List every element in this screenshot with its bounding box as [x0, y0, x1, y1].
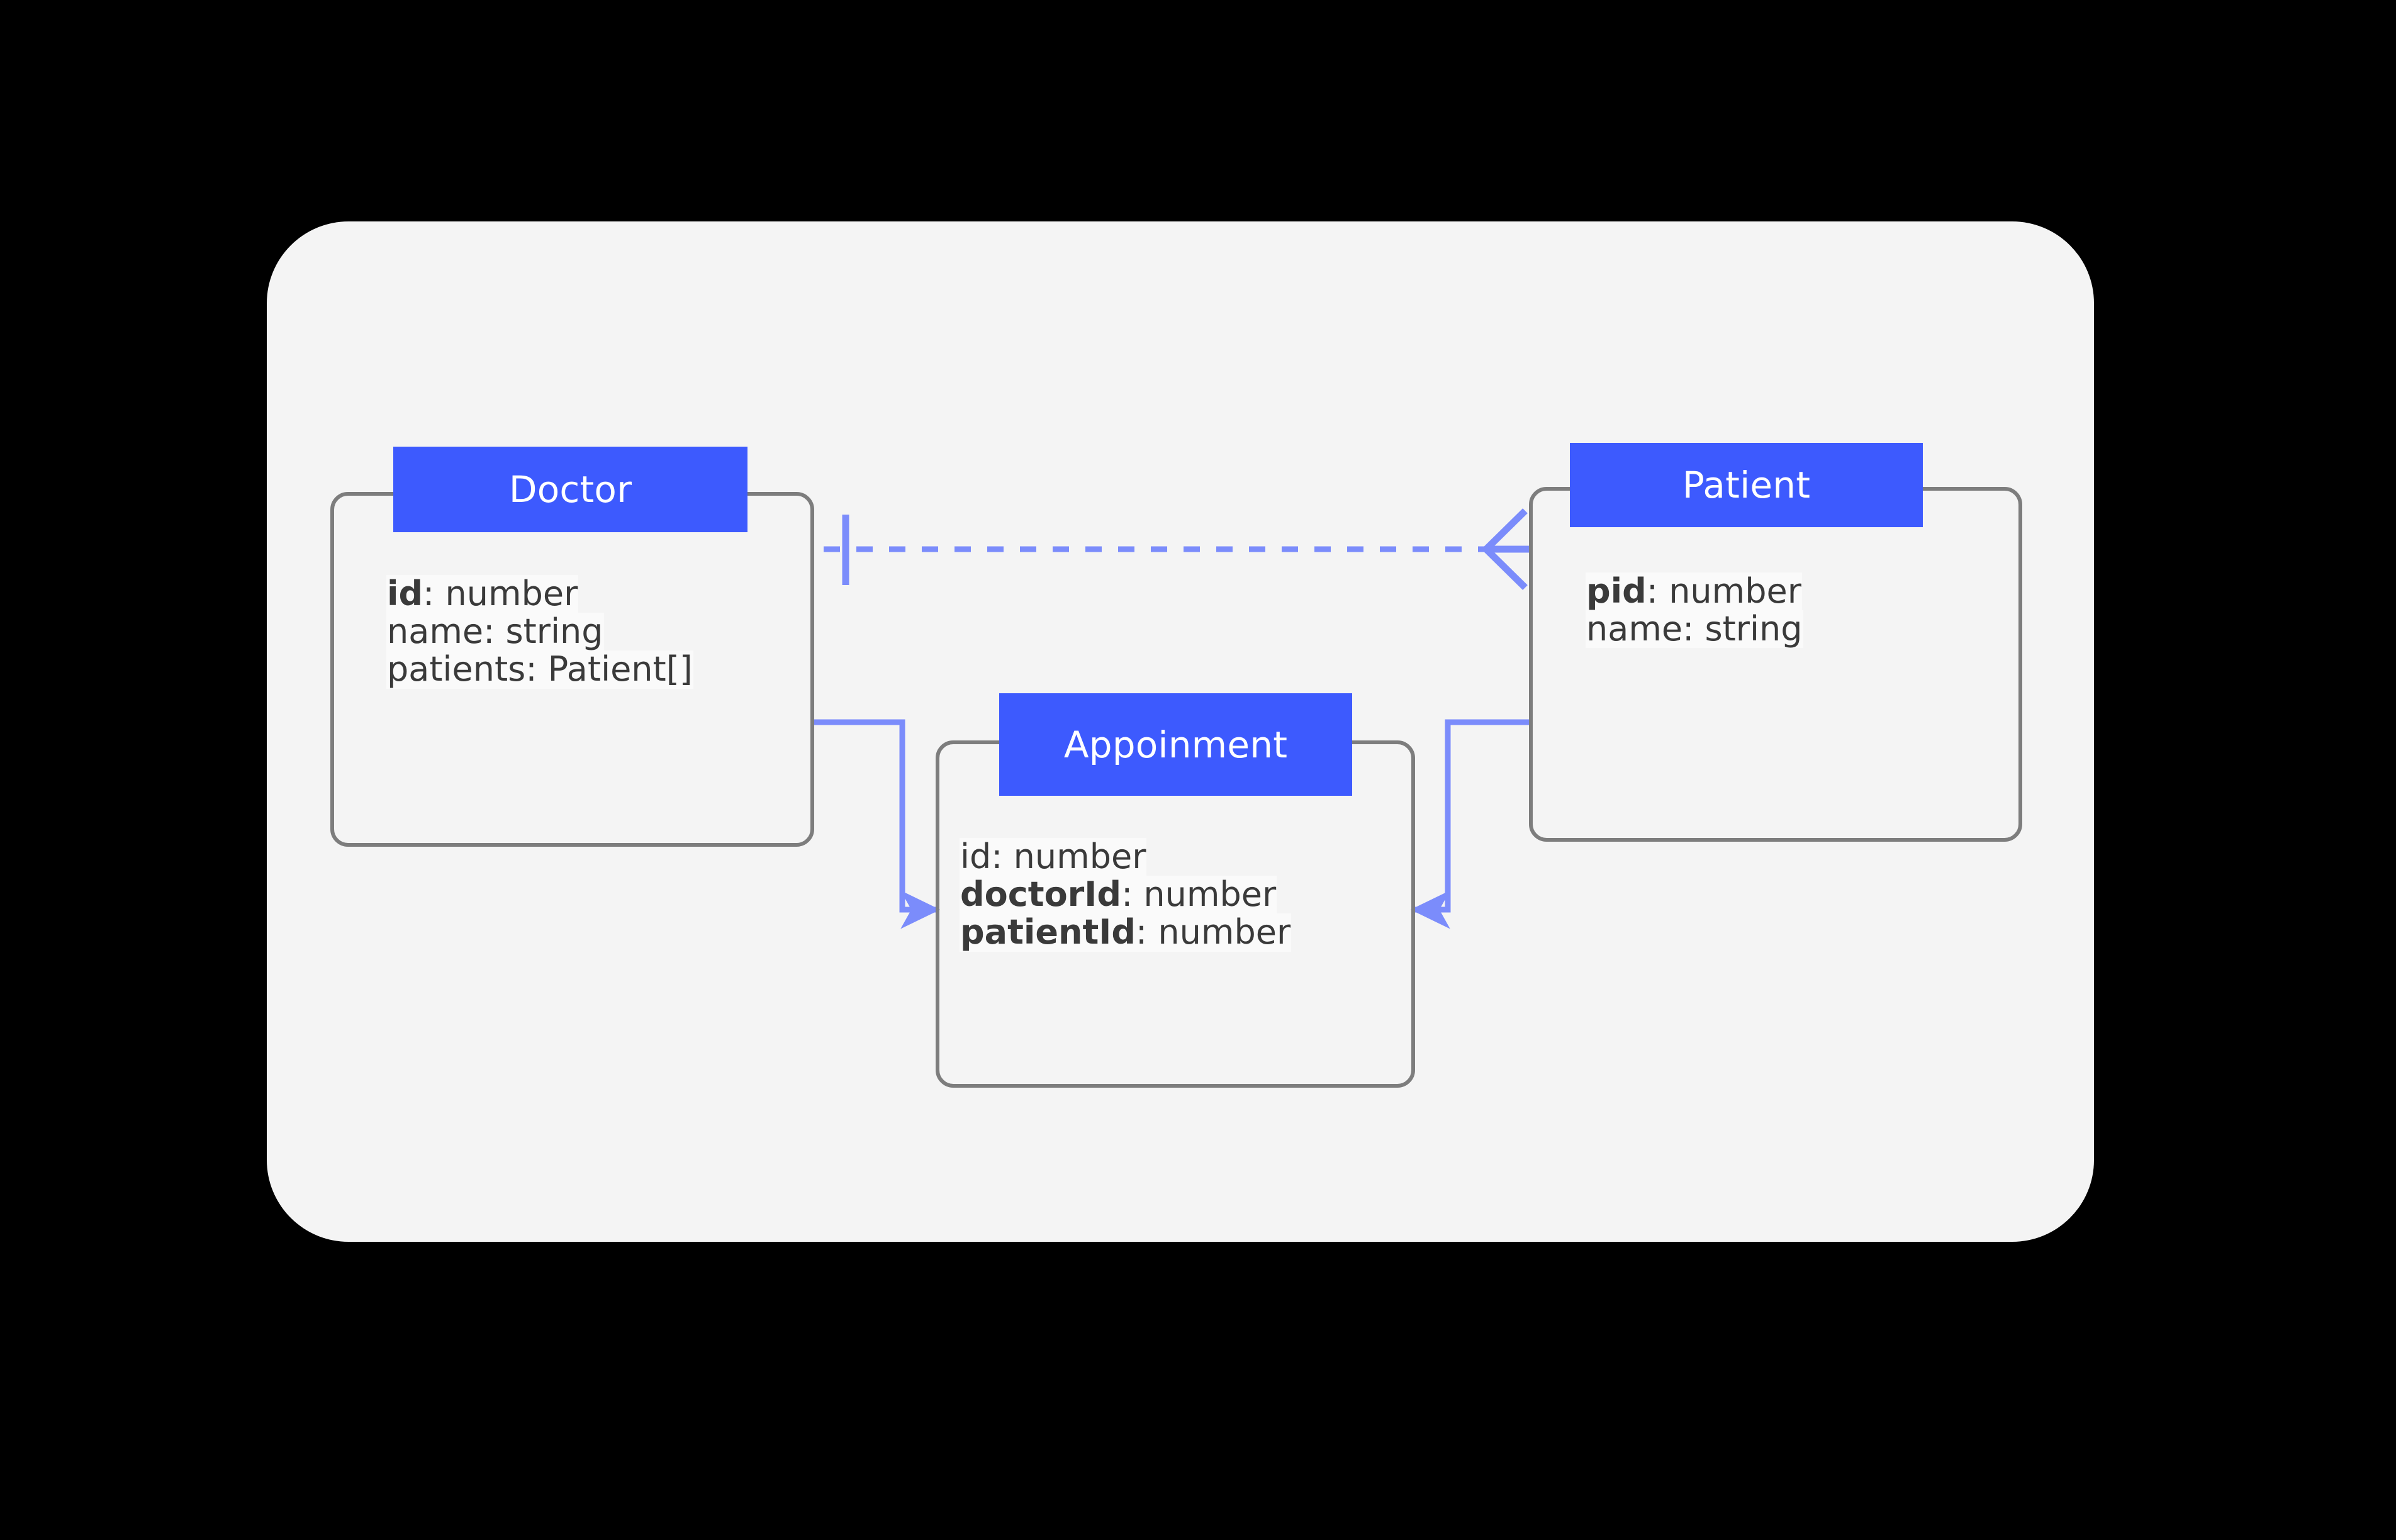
attribute-key: name: [387, 611, 484, 652]
attribute-row: patientId: number: [960, 912, 1292, 952]
attribute-row: name: string: [386, 611, 604, 652]
entity-header-patient[interactable]: Patient: [1570, 443, 1923, 527]
entity-title-appointment: Appoinment: [1063, 723, 1288, 766]
entity-attributes-patient: pid: number name: string: [1586, 571, 1803, 649]
attribute-separator: :: [423, 574, 445, 613]
attribute-type: string: [1705, 609, 1803, 649]
attribute-separator: :: [525, 649, 548, 689]
attribute-separator: :: [1682, 609, 1705, 649]
attribute-type: number: [445, 574, 578, 613]
attribute-type: number: [1158, 912, 1291, 952]
attribute-key: patientId: [960, 912, 1136, 952]
orthogonal-connector-patient-appointment: [1410, 719, 1533, 929]
attribute-key: pid: [1586, 571, 1647, 611]
attribute-key: doctorId: [960, 874, 1122, 915]
attribute-key: id: [387, 574, 423, 613]
entity-attributes-appointment: id: number doctorId: number patientId: n…: [960, 837, 1292, 952]
entity-header-appointment[interactable]: Appoinment: [999, 693, 1352, 796]
attribute-row: patients: Patient[]: [386, 649, 693, 689]
orthogonal-connector-doctor-appointment: [814, 719, 941, 929]
attribute-row: id: number: [960, 837, 1147, 876]
attribute-type: number: [1013, 837, 1146, 876]
attribute-separator: :: [483, 611, 506, 652]
attribute-key: patients: [387, 649, 526, 689]
attribute-row: id: number: [386, 574, 579, 613]
attribute-row: pid: number: [1586, 571, 1802, 611]
relationship-doctor-appointment[interactable]: [814, 719, 941, 929]
attribute-row: doctorId: number: [960, 874, 1277, 915]
entity-title-patient: Patient: [1682, 464, 1811, 506]
attribute-separator: :: [1136, 912, 1158, 952]
attribute-type: number: [1143, 874, 1277, 915]
relationship-doctor-patient[interactable]: [824, 508, 1529, 590]
attribute-type: Patient[]: [547, 649, 693, 689]
entity-box-patient[interactable]: [1529, 487, 2022, 842]
attribute-key: name: [1586, 609, 1683, 649]
connector-layer: [814, 508, 1533, 929]
attribute-type: string: [505, 611, 603, 652]
attribute-row: name: string: [1586, 609, 1803, 649]
attribute-separator: :: [991, 837, 1014, 876]
attribute-key: id: [960, 837, 992, 876]
attribute-separator: :: [1121, 874, 1144, 915]
attribute-separator: :: [1646, 571, 1669, 611]
relationship-patient-appointment[interactable]: [1410, 719, 1533, 929]
entity-title-doctor: Doctor: [508, 468, 632, 511]
diagram-panel: Doctor id: number name: string patients:…: [267, 221, 2094, 1242]
entity-attributes-doctor: id: number name: string patients: Patien…: [386, 574, 693, 689]
entity-header-doctor[interactable]: Doctor: [393, 447, 747, 532]
attribute-type: number: [1669, 571, 1801, 611]
